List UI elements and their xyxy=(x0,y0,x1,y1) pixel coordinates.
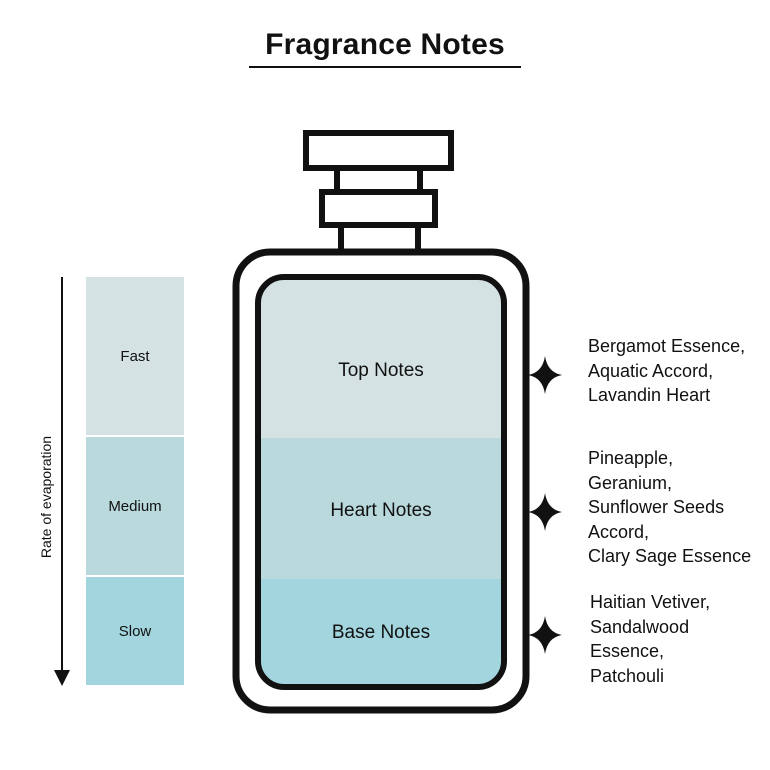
down-arrow-icon xyxy=(54,670,70,686)
ingredient-line: Essence, xyxy=(590,641,665,661)
four-point-sparkle-icon xyxy=(528,616,562,654)
top-notes-layer xyxy=(258,277,504,438)
rate-fast-label: Fast xyxy=(120,347,150,365)
four-point-sparkle-icon xyxy=(528,493,562,531)
diagram-title: Fragrance Notes xyxy=(265,28,505,61)
ingredient-line: Patchouli xyxy=(590,665,665,686)
heart-notes-label: Heart Notes xyxy=(330,500,432,521)
ingredient-line: Sunflower Seeds xyxy=(588,497,725,517)
evaporation-arrow-shaft xyxy=(61,277,63,673)
title-underline xyxy=(249,66,521,68)
bottle-cap-top xyxy=(303,130,454,171)
rate-medium-label: Medium xyxy=(108,497,162,515)
ingredient-line: Geranium, xyxy=(588,472,673,493)
rate-slow-label: Slow xyxy=(118,622,152,640)
ingredient-line: Haitian Vetiver, xyxy=(590,592,711,612)
ingredient-line: Lavandin Heart xyxy=(588,385,711,405)
bottle-cap-neck-upper xyxy=(334,165,423,195)
heart-notes-ingredients: Pineapple, Geranium, Sunflower Seeds Acc… xyxy=(588,446,751,569)
heart-notes-layer xyxy=(258,438,504,579)
four-point-sparkle-icon xyxy=(528,356,562,394)
ingredient-line: Sandalwood xyxy=(590,616,690,637)
base-notes-label: Base Notes xyxy=(331,622,431,643)
ingredient-line: Bergamot Essence, xyxy=(588,336,746,356)
top-notes-ingredients: Bergamot Essence, Aquatic Accord, Lavand… xyxy=(588,334,745,408)
base-notes-ingredients: Haitian Vetiver, Sandalwood Essence, Pat… xyxy=(590,590,710,688)
ingredient-line: Pineapple, xyxy=(588,448,674,468)
ingredient-line: Aquatic Accord, xyxy=(588,360,714,381)
ingredient-line: Accord, xyxy=(588,521,650,542)
rate-medium-box: Medium xyxy=(86,437,184,575)
base-notes-layer xyxy=(258,579,504,687)
bottle-inner-body xyxy=(255,274,507,690)
rate-slow-box: Slow xyxy=(86,577,184,685)
bottle-cap-collar xyxy=(319,189,438,228)
ingredient-line: Clary Sage Essence xyxy=(588,546,752,566)
top-notes-label: Top Notes xyxy=(338,360,424,381)
rate-fast-box: Fast xyxy=(86,277,184,435)
